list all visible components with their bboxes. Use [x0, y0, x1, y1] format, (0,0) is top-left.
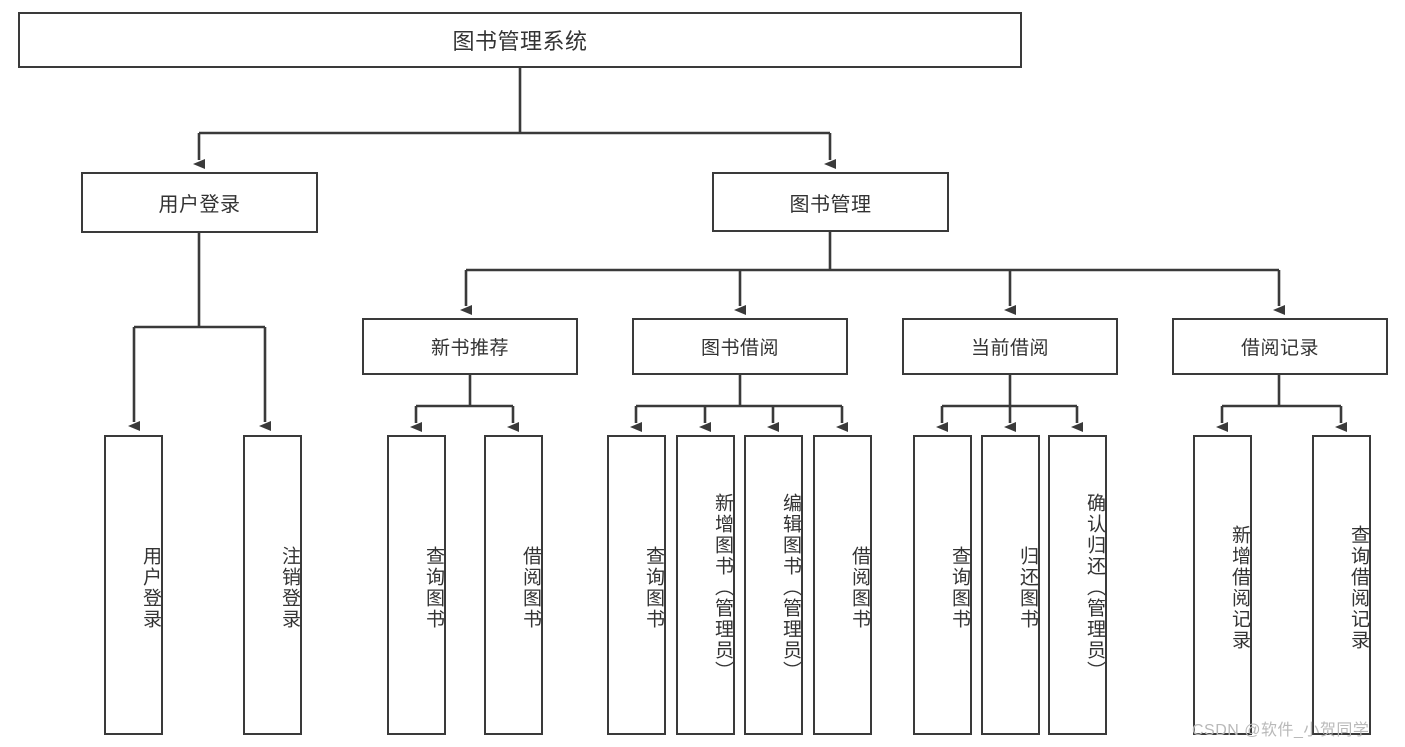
leaf-new-book-query[interactable]: 查询图书 [387, 435, 446, 735]
watermark-credit: CSDN @软件_小贺同学 [1192, 722, 1370, 739]
leaf-current-borrow-confirm-return[interactable]: 确认归还（管理员） [1048, 435, 1107, 735]
node-new-book-recommend[interactable]: 新书推荐 [362, 318, 578, 375]
leaf-book-borrow-edit[interactable]: 编辑图书（管理员） [744, 435, 803, 735]
leaf-borrow-record-query[interactable]: 查询借阅记录 [1312, 435, 1371, 735]
leaf-user-login-login[interactable]: 用户登录 [104, 435, 163, 735]
node-book-management[interactable]: 图书管理 [712, 172, 949, 232]
node-book-borrow[interactable]: 图书借阅 [632, 318, 848, 375]
leaf-book-borrow-add[interactable]: 新增图书（管理员） [676, 435, 735, 735]
node-current-borrow[interactable]: 当前借阅 [902, 318, 1118, 375]
node-user-login[interactable]: 用户登录 [81, 172, 318, 233]
leaf-book-borrow-query[interactable]: 查询图书 [607, 435, 666, 735]
leaf-book-borrow-borrow[interactable]: 借阅图书 [813, 435, 872, 735]
node-borrow-record[interactable]: 借阅记录 [1172, 318, 1388, 375]
leaf-current-borrow-query[interactable]: 查询图书 [913, 435, 972, 735]
leaf-current-borrow-return[interactable]: 归还图书 [981, 435, 1040, 735]
leaf-borrow-record-add[interactable]: 新增借阅记录 [1193, 435, 1252, 735]
leaf-new-book-borrow[interactable]: 借阅图书 [484, 435, 543, 735]
node-root-system[interactable]: 图书管理系统 [18, 12, 1022, 68]
leaf-user-login-logout[interactable]: 注销登录 [243, 435, 302, 735]
